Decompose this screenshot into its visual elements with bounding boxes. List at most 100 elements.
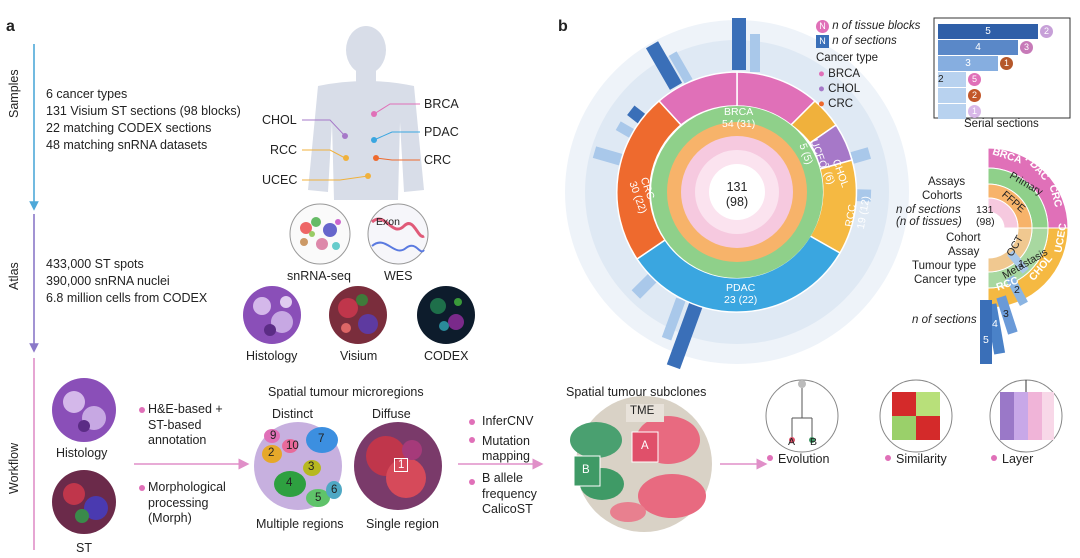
step3-line: mapping	[482, 449, 530, 464]
samples-line: 6 cancer types	[46, 87, 128, 101]
step3-line: Mutation	[482, 433, 530, 448]
legend-blocks-label: n of tissue blocks	[832, 20, 921, 32]
key-spokes	[980, 250, 1029, 364]
serial-row: 3 1	[938, 56, 1062, 71]
tree-label-b: B	[810, 436, 818, 448]
legend-sections: N n of sections	[816, 35, 897, 48]
label-diffuse: Diffuse	[372, 407, 411, 421]
label-tme: TME	[630, 405, 655, 417]
legend-blocks: N n of tissue blocks	[816, 20, 920, 33]
serial-badge: 1	[968, 105, 981, 118]
radial-bar	[732, 18, 746, 70]
key-assays: Assays	[928, 176, 966, 188]
region-number: 4	[286, 477, 293, 489]
region-number: 10	[286, 440, 299, 452]
label-evolution: Evolution	[778, 452, 830, 466]
radial-bar	[615, 121, 635, 139]
serial-badge: 2	[968, 89, 981, 102]
legend-sections-label: n of sections	[832, 35, 897, 47]
segment-name: PDAC	[726, 282, 756, 294]
samples-line: 131 Visium ST sections (98 blocks)	[46, 103, 241, 118]
label-clone-a: A	[641, 440, 649, 452]
region-number: 9	[270, 430, 277, 442]
key-cohorts: Cohorts	[922, 190, 963, 202]
label-histology: Histology	[246, 349, 298, 363]
spoke-number: 5	[983, 334, 989, 346]
step2-line: (Morph)	[148, 511, 192, 526]
serial-row: 1	[938, 104, 1062, 119]
atlas-line: 433,000 ST spots	[46, 257, 144, 271]
visium-image	[329, 286, 387, 344]
atlas-line: 6.8 million cells from CODEX	[46, 290, 208, 305]
workflow-step3: InferCNV Mutation mapping B allele frequ…	[482, 414, 537, 518]
step1-line: annotation	[148, 433, 207, 448]
clone-b-box	[573, 455, 601, 487]
serial-bars-html: 5 2 4 3 3 1 2 5 2 1	[938, 24, 1062, 119]
serial-row: 2	[938, 88, 1062, 103]
serial-badge: 1	[1000, 57, 1013, 70]
body-label-ucec: UCEC	[262, 173, 298, 187]
atlas-text: 433,000 ST spots 390,000 snRNA nuclei 6.…	[46, 256, 207, 307]
samples-text: 6 cancer types 131 Visium ST sections (9…	[46, 86, 241, 154]
segment-count: 54 (31)	[722, 118, 756, 131]
snrna-umap	[289, 203, 351, 265]
serial-badge: 5	[968, 73, 981, 86]
serial-bar: 4	[938, 40, 1018, 55]
radial-bar	[750, 34, 760, 72]
serial-bar: 2	[938, 72, 966, 87]
legend-type-label: CHOL	[828, 82, 861, 95]
cancer-type-ring	[616, 71, 858, 313]
serial-row: 4 3	[938, 40, 1062, 55]
codex-image	[417, 286, 475, 344]
region-number: 1	[394, 458, 409, 472]
samples-line: 22 matching CODEX sections	[46, 120, 212, 135]
wes-icon	[367, 203, 429, 265]
label-clone-b: B	[582, 464, 590, 476]
spoke-number: 3	[1003, 308, 1009, 320]
panel-b-letter: b	[558, 18, 568, 35]
tree-label-a: A	[788, 436, 796, 448]
key-cancer-type: Cancer type	[914, 274, 977, 286]
segment-count: 23 (22)	[724, 294, 758, 307]
label-visium: Visium	[340, 349, 378, 363]
serial-bar	[938, 88, 966, 103]
label-similarity: Similarity	[896, 452, 947, 466]
label-multiple-regions: Multiple regions	[256, 517, 344, 531]
radial-bar	[668, 51, 693, 84]
step3-line: B allele	[482, 470, 523, 485]
center-total: 131	[726, 180, 748, 194]
similarity-heatmap	[879, 379, 953, 453]
distinct-microregions	[254, 422, 342, 510]
serial-bar: 5	[938, 24, 1038, 39]
radial-bar	[631, 273, 658, 299]
workflow-histology	[52, 378, 116, 442]
subclones-title: Spatial tumour subclones	[566, 385, 707, 399]
radial-bar	[666, 302, 703, 370]
evolution-tree	[765, 379, 839, 453]
workflow-histology-label: Histology	[56, 446, 108, 460]
radial-bars	[592, 18, 872, 370]
legend-types: ● BRCA ● CHOL ● CRC	[818, 67, 860, 112]
section-samples: Samples	[7, 69, 21, 118]
key-cohort: Cohort	[946, 232, 981, 244]
legend-blocks-badge: N	[816, 20, 829, 33]
label-distinct: Distinct	[272, 407, 313, 421]
legend-sections-badge: N	[816, 35, 829, 48]
key-n-tissues: (n of tissues)	[896, 216, 962, 228]
radial-bar	[592, 146, 624, 166]
workflow-step1: H&E-based + ST-based annotation	[148, 402, 223, 449]
key-n-sections: n of sections	[896, 204, 961, 216]
region-number: 3	[308, 461, 315, 473]
key-center: 131 (98)	[976, 204, 995, 228]
histology-image	[243, 286, 301, 344]
region-number: 2	[268, 447, 275, 459]
serial-bar: 3	[938, 56, 998, 71]
atlas-line: 390,000 snRNA nuclei	[46, 273, 170, 288]
legend-type-label: CRC	[828, 97, 854, 110]
step3-line: InferCNV	[482, 414, 534, 428]
key-tumour-type: Tumour type	[912, 260, 977, 272]
clone-a-box	[631, 431, 659, 463]
body-label-rcc: RCC	[270, 143, 298, 157]
serial-bar	[938, 104, 966, 119]
